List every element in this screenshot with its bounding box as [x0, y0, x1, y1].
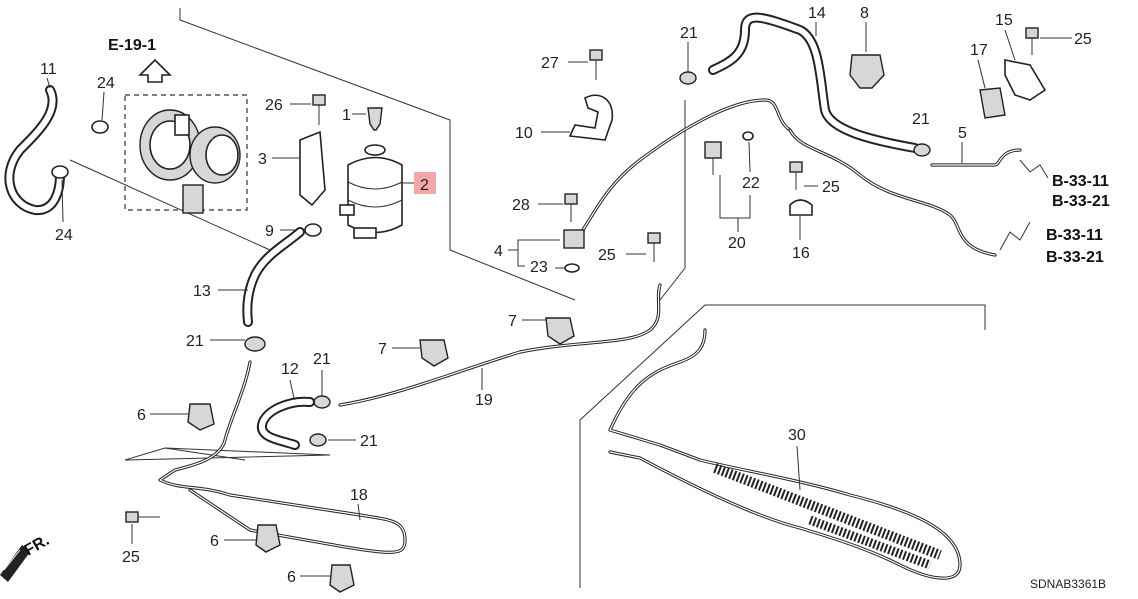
lower-group-outline — [124, 447, 331, 461]
bracket-17 — [979, 87, 1006, 119]
hose-clamp-21c — [244, 336, 266, 352]
reservoir-cap-1 — [367, 107, 383, 131]
pipe-fitting-4 — [563, 229, 585, 249]
callout-14: 14 — [808, 5, 826, 22]
return-pipe-19 — [338, 283, 662, 407]
callout-30: 30 — [788, 427, 806, 444]
up-arrow-icon — [138, 58, 172, 83]
callout-2: 2 — [420, 177, 429, 194]
callout-13: 13 — [193, 283, 211, 300]
hose-clamp-9 — [304, 223, 322, 237]
callout-7b: 7 — [378, 341, 387, 358]
callout-6a: 6 — [137, 407, 146, 424]
diagram-code: SDNAB3361B — [1030, 577, 1106, 591]
highlight-box-2 — [414, 172, 436, 194]
reservoir-group-outline-left — [69, 159, 271, 251]
bolt-25d — [125, 511, 160, 523]
power-steering-pump — [139, 109, 241, 214]
callout-19: 19 — [475, 392, 493, 409]
callout-25c: 25 — [598, 247, 616, 264]
pipe-clip-6b — [255, 524, 281, 553]
gasket-23 — [564, 263, 580, 273]
bolt-25b — [789, 161, 803, 190]
callout-11: 11 — [40, 61, 57, 78]
callout-21a: 21 — [680, 25, 698, 42]
callout-16: 16 — [792, 245, 810, 262]
upper-line-outline — [659, 100, 686, 301]
callout-25d: 25 — [122, 549, 140, 566]
stay-15 — [1004, 59, 1047, 101]
callout-15: 15 — [995, 12, 1013, 29]
pressure-switch-20 — [704, 141, 722, 175]
pipe-clip-6a — [187, 403, 215, 431]
callout-25b: 25 — [822, 179, 840, 196]
callout-21c: 21 — [186, 333, 204, 350]
callout-27: 27 — [541, 55, 559, 72]
reservoir-tank — [339, 144, 403, 239]
callout-18: 18 — [350, 487, 368, 504]
reservoir-bracket-3 — [299, 130, 326, 207]
return-pipe-18 — [158, 360, 407, 554]
bolt-25a — [1025, 27, 1039, 55]
callout-10: 10 — [515, 125, 533, 142]
callout-21b: 21 — [912, 111, 930, 128]
callout-7a: 7 — [508, 313, 517, 330]
callout-28: 28 — [512, 197, 530, 214]
pipe-clip-7b — [419, 339, 449, 367]
pipe-bracket-10 — [568, 94, 614, 141]
ref-b33-11-a: B-33-11 — [1052, 173, 1109, 190]
hose-clamp-21d — [313, 395, 331, 409]
pipe-clip-7a — [545, 317, 575, 345]
bolt-25c — [647, 232, 661, 262]
front-direction-arrow — [0, 545, 30, 582]
ref-b33-11-b: B-33-11 — [1046, 227, 1103, 244]
hose-clamp-21e — [309, 433, 327, 447]
pipe-clip-8 — [849, 54, 885, 89]
callout-20: 20 — [728, 235, 746, 252]
pressure-pipe-5 — [930, 148, 1022, 167]
callout-6b: 6 — [210, 533, 219, 550]
callout-5: 5 — [958, 125, 967, 142]
ref-b33-21-a: B-33-21 — [1052, 193, 1110, 210]
callout-21d: 21 — [313, 351, 331, 368]
callout-22: 22 — [742, 175, 760, 192]
hose-clamp-24a — [51, 120, 109, 179]
oil-cooler-30 — [713, 463, 942, 570]
reservoir-group-outline — [179, 8, 576, 301]
pipe-clamp-16 — [789, 199, 813, 216]
callout-26: 26 — [265, 97, 283, 114]
bolt-28 — [564, 193, 578, 222]
ref-e19-1: E-19-1 — [108, 37, 156, 54]
hose-clamp-21a — [679, 71, 697, 85]
callout-3: 3 — [258, 151, 267, 168]
pipe-clip-6c — [329, 564, 355, 593]
callout-24b: 24 — [55, 227, 73, 244]
callout-4: 4 — [494, 243, 503, 260]
callout-24a: 24 — [97, 75, 115, 92]
callout-25a: 25 — [1074, 31, 1092, 48]
callout-23: 23 — [530, 259, 548, 276]
callout-1: 1 — [342, 107, 351, 124]
rack-cooler-outline — [579, 304, 986, 588]
callout-21e: 21 — [360, 433, 378, 450]
bolt-27 — [589, 49, 603, 80]
callout-17: 17 — [970, 42, 988, 59]
callout-6c: 6 — [287, 569, 296, 586]
callout-8: 8 — [860, 5, 869, 22]
bolt-26 — [312, 94, 326, 125]
washer-22 — [742, 131, 754, 141]
lower-group-outline-2 — [164, 447, 246, 461]
hose-clamp-21b — [913, 143, 931, 157]
ref-b33-21-b: B-33-21 — [1046, 249, 1104, 266]
callout-12: 12 — [281, 361, 299, 378]
callout-9: 9 — [265, 223, 274, 240]
